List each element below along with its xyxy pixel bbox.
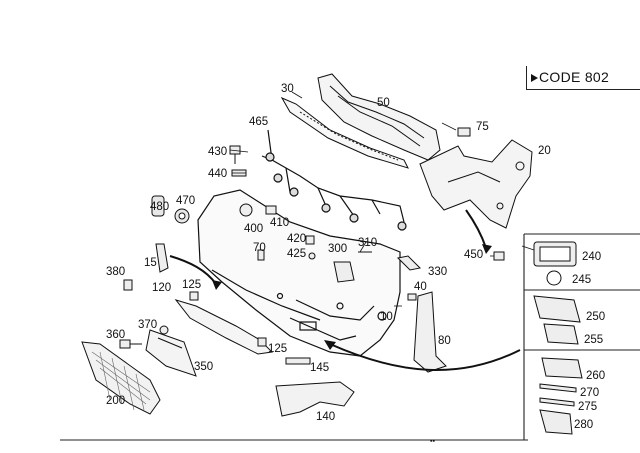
callout-120: 120 <box>152 282 171 294</box>
lower-strip-part <box>174 299 274 355</box>
callout-450: 450 <box>464 249 483 261</box>
detail-panel-frame <box>523 233 640 440</box>
detail-grille-250-part <box>533 295 581 323</box>
callout-250: 250 <box>586 311 605 323</box>
callout-480: 480 <box>150 201 169 213</box>
detail-strip-270-part <box>539 383 577 393</box>
detail-bracket-280-part <box>539 409 573 435</box>
callout-270: 270 <box>580 387 599 399</box>
code-arrow-icon <box>531 74 538 82</box>
callout-300: 300 <box>328 243 347 255</box>
detail-ring-245-part <box>546 270 562 286</box>
callout-470: 470 <box>176 195 195 207</box>
callout-410: 410 <box>270 217 289 229</box>
callout-15: 15 <box>144 257 157 269</box>
bolt-360-part <box>119 339 142 349</box>
option-code-label: CODE 802 <box>539 69 610 85</box>
callout-30: 30 <box>281 83 294 95</box>
callout-20: 20 <box>538 145 551 157</box>
callout-260: 260 <box>586 370 605 382</box>
callout-275: 275 <box>578 401 597 413</box>
callout-40: 40 <box>414 281 427 293</box>
callout-370: 370 <box>138 319 157 331</box>
small-fasteners <box>189 203 505 347</box>
callout-310: 310 <box>358 237 377 249</box>
detail-strip-275-part <box>539 397 575 407</box>
callout-80: 80 <box>438 335 451 347</box>
mounting-bracket-part <box>419 139 533 229</box>
bumper-reinforcement-part <box>317 73 441 161</box>
callout-350: 350 <box>194 361 213 373</box>
strip-330-part <box>396 255 422 271</box>
side-bracket-15-part <box>155 243 169 273</box>
screw-430-part <box>229 145 241 164</box>
option-code-box: CODE 802 <box>526 66 640 90</box>
callout-425: 425 <box>287 248 306 260</box>
callout-360: 360 <box>106 329 125 341</box>
callout-50: 50 <box>377 97 390 109</box>
callout-255: 255 <box>584 334 603 346</box>
side-bracket-140-part <box>275 381 355 417</box>
callout-465: 465 <box>249 116 268 128</box>
callout-430: 430 <box>208 146 227 158</box>
arrow-heads <box>212 244 492 350</box>
callout-10: 10 <box>380 311 393 323</box>
callout-240: 240 <box>582 251 601 263</box>
license-plate-part <box>145 329 197 377</box>
clip-380-part <box>123 279 133 291</box>
callout-145: 145 <box>310 362 329 374</box>
leader-lines <box>229 91 535 307</box>
bracket-80-part <box>413 291 447 373</box>
callout-420: 420 <box>287 233 306 245</box>
callout-280: 280 <box>574 419 593 431</box>
strip-145-part <box>285 357 311 365</box>
parking-sensor-part <box>151 195 190 224</box>
upper-strip-part <box>280 96 409 169</box>
grille-part <box>81 341 161 415</box>
callout-245: 245 <box>572 274 591 286</box>
callout-125-lower: 125 <box>268 343 287 355</box>
callout-labels: 10 15 20 30 40 50 70 75 80 120 125 125 1… <box>106 83 605 445</box>
callout-140: 140 <box>316 411 335 423</box>
detail-grille-260-part <box>541 357 583 379</box>
wiring-harness-part <box>261 129 407 231</box>
callout-70: 70 <box>253 242 266 254</box>
detail-grille-240-part <box>533 241 577 267</box>
detail-bracket-255-part <box>543 323 579 345</box>
callout-440: 440 <box>208 168 227 180</box>
callout-400: 400 <box>244 223 263 235</box>
callout-75: 75 <box>476 121 489 133</box>
nut-370-part <box>159 325 169 335</box>
callout-330: 330 <box>428 266 447 278</box>
clip-75-part <box>457 127 471 137</box>
callout-380: 380 <box>106 266 125 278</box>
callout-125-upper: 125 <box>182 279 201 291</box>
callout-200: 200 <box>106 395 125 407</box>
footer-mark: ▪▪ <box>430 438 435 445</box>
